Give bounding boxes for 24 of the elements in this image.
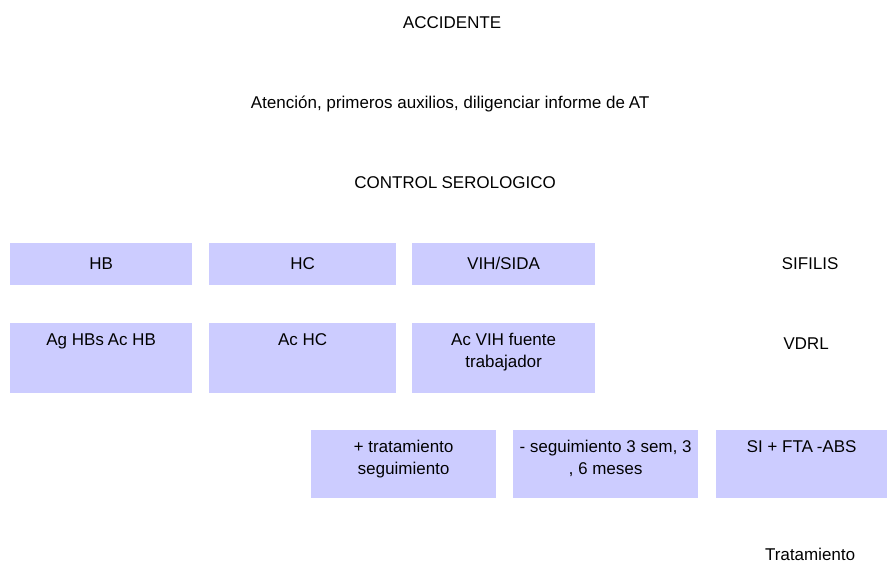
box-text: HB [89, 253, 113, 275]
text-label: CONTROL SEROLOGICO [354, 173, 556, 193]
box-text: HC [290, 253, 315, 275]
text-label: VDRL [783, 334, 829, 354]
box-text: VIH/SIDA [467, 253, 540, 275]
box-text: Ac HC [278, 329, 328, 351]
box-text: - seguimiento 3 sem, 3 , 6 meses [519, 436, 692, 480]
process-box [716, 430, 887, 498]
process-box [311, 430, 496, 498]
process-box [412, 243, 595, 285]
text-label: Atención, primeros auxilios, diligenciar informe de AT [250, 93, 650, 113]
process-box [209, 243, 396, 285]
process-box [412, 323, 595, 393]
box-text: SI + FTA -ABS [746, 436, 856, 458]
process-box [10, 323, 192, 393]
process-box [513, 430, 698, 498]
process-box [10, 243, 192, 285]
process-box [209, 323, 396, 393]
box-text: Ac VIH fuente trabajador [450, 329, 557, 373]
text-label: ACCIDENTE [402, 13, 502, 33]
text-label: Tratamiento [764, 545, 856, 565]
text-label: SIFILIS [782, 254, 838, 274]
box-text: + tratamiento seguimiento [352, 436, 454, 480]
box-text: Ag HBs Ac HB [46, 329, 156, 351]
